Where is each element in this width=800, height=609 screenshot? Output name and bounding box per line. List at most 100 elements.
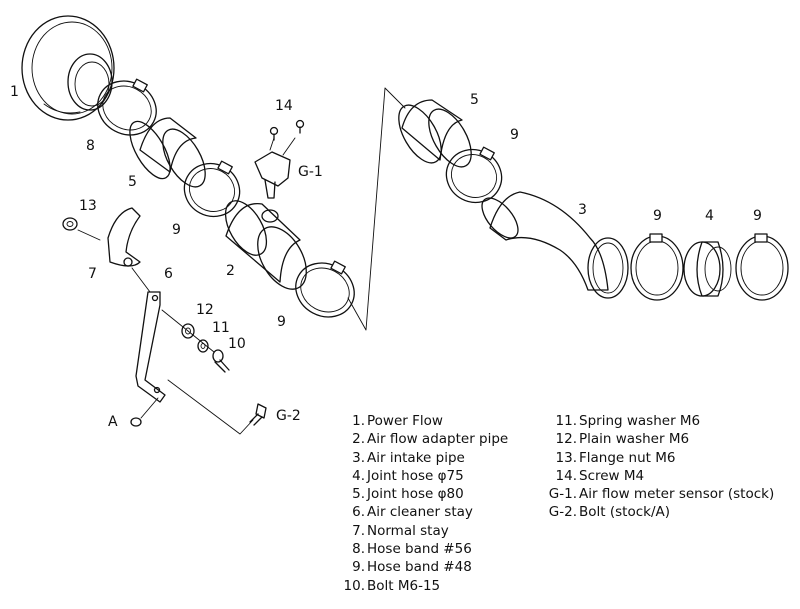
legend-text: Joint hose φ75: [367, 467, 464, 484]
legend-item: 10.Bolt M6-15: [335, 577, 508, 595]
legend-number: 4.: [352, 467, 365, 484]
callout-6: 6: [164, 266, 173, 282]
callout-g1: G-1: [298, 164, 323, 180]
legend-text: Air flow meter sensor (stock): [579, 486, 775, 503]
joint-hose-75: [683, 241, 732, 297]
legend-number: 10.: [343, 577, 365, 594]
joint-hose-80-right: [398, 99, 472, 168]
legend-number: G-1.: [548, 486, 577, 503]
legend-number: 1.: [352, 413, 365, 429]
normal-stay: [107, 207, 141, 267]
hose-band-48-right-mid: [630, 233, 684, 301]
callout-5: 5: [128, 174, 137, 190]
hose-band-48-right-upper: [445, 146, 503, 204]
joint-hose-80-left: [129, 117, 206, 188]
legend-item: 2.Air flow adapter pipe: [335, 430, 508, 448]
legend-item: 11.Spring washer M6: [540, 412, 774, 430]
callout-7: 7: [88, 266, 97, 282]
legend-number: 14.: [555, 467, 577, 484]
air-flow-meter-sensor: [254, 137, 296, 199]
parts-legend-right: 11.Spring washer M6 12.Plain washer M6 1…: [540, 412, 774, 522]
legend-number: 9.: [352, 559, 365, 576]
assembly-connection-line: [347, 87, 406, 331]
callout-4: 4: [705, 208, 714, 224]
legend-text: Normal stay: [367, 522, 449, 539]
callout-12: 12: [196, 302, 214, 318]
legend-text: Power Flow: [367, 413, 443, 429]
plain-washer-m6: [181, 323, 195, 339]
parts-legend-left: 1.Power Flow 2.Air flow adapter pipe 3.A…: [335, 412, 509, 595]
callout-14: 14: [275, 98, 293, 114]
stay-leader-line: [131, 267, 151, 293]
legend-text: Air flow adapter pipe: [367, 431, 509, 448]
bolt-stock-g2: [249, 403, 267, 426]
legend-number: 7.: [352, 522, 365, 539]
power-flow-filter: [21, 15, 115, 121]
callout-1: 1: [10, 84, 19, 100]
legend-text: Bolt M6-15: [367, 577, 441, 594]
legend-item: G-1.Air flow meter sensor (stock): [540, 485, 774, 503]
mount-leader-line: [140, 397, 159, 419]
legend-number: G-2.: [548, 504, 577, 521]
callout-9: 9: [172, 222, 181, 238]
legend-item: 7.Normal stay: [335, 522, 508, 540]
callout-10: 10: [228, 336, 246, 352]
callout-9: 9: [753, 208, 762, 224]
legend-text: Hose band #56: [367, 541, 472, 558]
legend-text: Air intake pipe: [367, 449, 465, 466]
legend-number: 13.: [555, 449, 577, 466]
legend-text: Air cleaner stay: [367, 504, 473, 521]
callout-11: 11: [212, 320, 230, 336]
callout-5: 5: [470, 92, 479, 108]
legend-text: Plain washer M6: [579, 431, 690, 448]
legend-item: 4.Joint hose φ75: [335, 467, 508, 485]
hose-band-56: [97, 78, 157, 136]
legend-number: 11.: [555, 413, 577, 429]
legend-item: G-2.Bolt (stock/A): [540, 503, 774, 521]
callout-3: 3: [578, 202, 587, 218]
legend-item: 3.Air intake pipe: [335, 449, 508, 467]
legend-number: 2.: [352, 431, 365, 448]
hose-band-48-upper-left: [183, 160, 241, 218]
legend-item: 9.Hose band #48: [335, 558, 508, 576]
legend-item: 5.Joint hose φ80: [335, 485, 508, 503]
legend-text: Bolt (stock/A): [579, 504, 670, 521]
screws-m4: [269, 119, 305, 141]
legend-item: 1.Power Flow: [335, 412, 508, 430]
flange-nut-m6: [62, 217, 78, 231]
air-intake-pipe: [481, 191, 629, 299]
callout-9: 9: [653, 208, 662, 224]
legend-text: Joint hose φ80: [367, 486, 464, 503]
nut-leader-line: [77, 229, 101, 241]
air-flow-adapter-pipe: [224, 200, 307, 290]
legend-item: 6.Air cleaner stay: [335, 503, 508, 521]
callout-2: 2: [226, 263, 235, 279]
legend-item: 13.Flange nut M6: [540, 449, 774, 467]
bolt-leader-line: [161, 309, 215, 353]
mount-point-a: [130, 417, 142, 427]
air-cleaner-stay: [135, 291, 166, 403]
legend-number: 8.: [352, 541, 365, 558]
callout-9: 9: [277, 314, 286, 330]
callout-9: 9: [510, 127, 519, 143]
callout-a: A: [108, 414, 118, 430]
legend-item: 8.Hose band #56: [335, 540, 508, 558]
legend-item: 12.Plain washer M6: [540, 430, 774, 448]
legend-number: 12.: [555, 431, 577, 448]
legend-text: Spring washer M6: [579, 413, 701, 429]
hose-band-48-right-end: [735, 233, 789, 301]
legend-text: Screw M4: [579, 467, 645, 484]
callout-8: 8: [86, 138, 95, 154]
legend-number: 6.: [352, 504, 365, 521]
hose-band-48-lower: [295, 260, 355, 318]
callout-13: 13: [79, 198, 97, 214]
legend-number: 3.: [352, 449, 365, 466]
g2-leader-line: [167, 379, 254, 435]
legend-item: 14.Screw M4: [540, 467, 774, 485]
legend-text: Flange nut M6: [579, 449, 676, 466]
bolt-m6-15: [212, 349, 230, 373]
legend-text: Hose band #48: [367, 559, 472, 576]
legend-number: 5.: [352, 486, 365, 503]
callout-g2: G-2: [276, 408, 301, 424]
